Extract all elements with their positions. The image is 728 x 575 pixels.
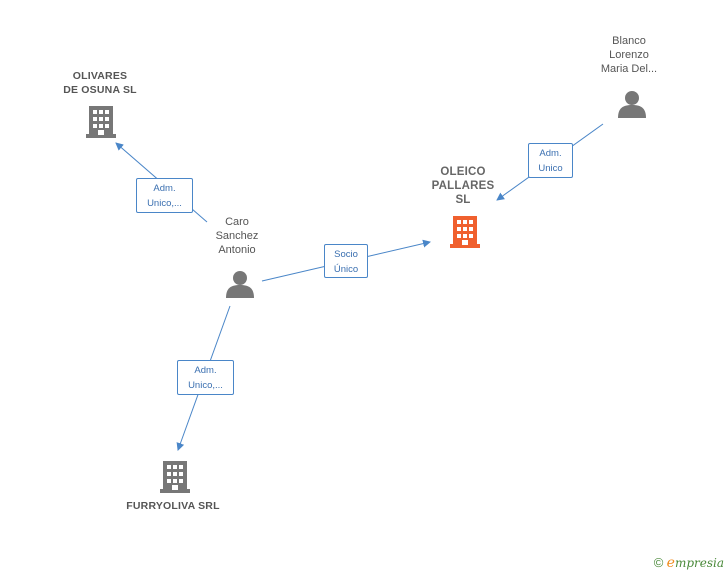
label-line: DE OSUNA SL — [63, 84, 137, 96]
person-icon[interactable] — [226, 271, 254, 298]
edge-label-line: Adm. — [153, 183, 176, 194]
empresia-logo[interactable]: © empresia — [654, 555, 724, 571]
company-label-furryoliva[interactable]: FURRYOLIVA SRL — [113, 499, 233, 513]
building-icon[interactable] — [160, 461, 190, 493]
label-line: Sanchez — [215, 230, 259, 242]
label-line: Lorenzo — [609, 49, 649, 61]
label-line: Antonio — [218, 244, 256, 256]
edge-label-line: Único — [333, 264, 359, 275]
edge-label-caro-furryoliva[interactable]: Adm. Unico,... — [177, 360, 234, 395]
edge-label-line: Adm. — [539, 148, 562, 159]
company-label-olivares[interactable]: OLIVARES DE OSUNA SL — [40, 69, 160, 97]
edge-label-blanco-oleico[interactable]: Adm. Unico — [528, 143, 573, 178]
edge-label-line: Socio — [334, 249, 358, 260]
person-icon[interactable] — [618, 91, 646, 118]
label-line: OLIVARES — [72, 70, 128, 82]
person-label-caro[interactable]: Caro Sanchez Antonio — [197, 215, 277, 257]
label-line: Blanco — [612, 35, 646, 47]
label-line: Caro — [225, 216, 249, 228]
edge-label-line: Unico,... — [188, 380, 223, 391]
label-line: OLEICO — [440, 166, 486, 178]
company-label-oleico[interactable]: OLEICO PALLARES SL — [413, 165, 513, 207]
brand-name: mpresia — [674, 556, 724, 570]
edge-label-caro-olivares[interactable]: Adm. Unico,... — [136, 178, 193, 213]
label-line: FURRYOLIVA SRL — [126, 500, 220, 512]
building-icon[interactable] — [450, 216, 480, 248]
edge-label-line: Adm. — [194, 365, 217, 376]
person-label-blanco[interactable]: Blanco Lorenzo Maria Del... — [579, 34, 679, 76]
edge-label-line: Unico,... — [147, 198, 182, 209]
label-line: SL — [455, 194, 471, 206]
label-line: PALLARES — [431, 180, 495, 192]
brand-initial: e — [666, 555, 675, 571]
copyright-icon: © — [653, 555, 664, 570]
label-line: Maria Del... — [600, 63, 658, 75]
edge-label-caro-oleico[interactable]: Socio Único — [324, 244, 368, 278]
building-icon[interactable] — [86, 106, 116, 138]
edge-label-line: Unico — [538, 163, 563, 174]
